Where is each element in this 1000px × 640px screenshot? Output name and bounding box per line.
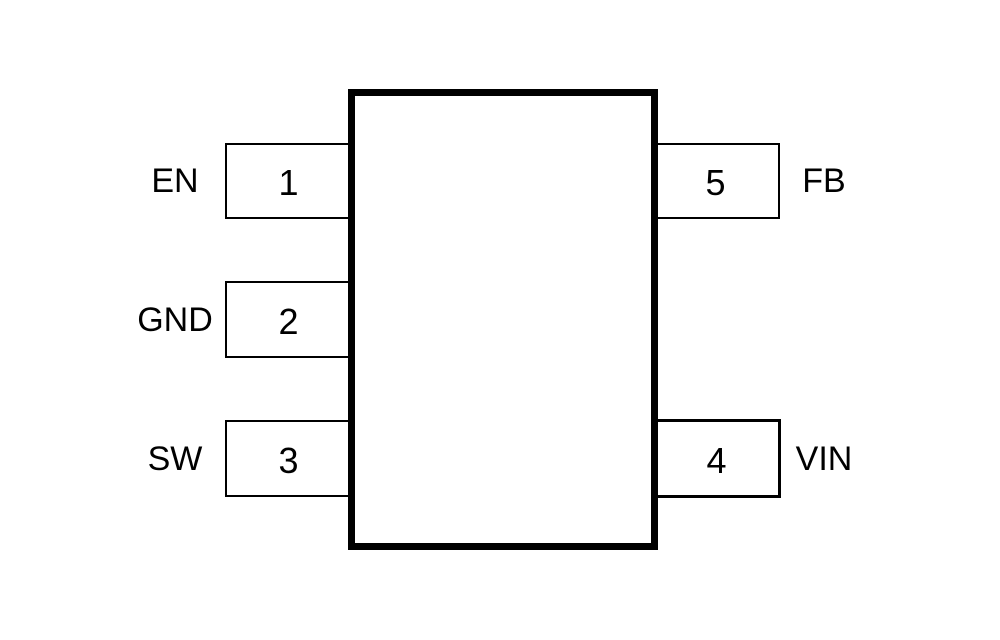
pin-box-5: 5: [651, 143, 780, 219]
pin-box-1: 1: [225, 143, 352, 219]
pin-label-en: EN: [151, 162, 199, 200]
pin-number-1: 1: [278, 162, 299, 203]
pin-number-2: 2: [278, 300, 299, 342]
pin-box-3: 3: [225, 420, 352, 497]
pin-number-3: 3: [278, 439, 299, 481]
pin-box-4: 4: [652, 419, 781, 498]
pin-number-4: 4: [706, 439, 727, 481]
pin-label-sw: SW: [147, 440, 203, 478]
pin-box-2: 2: [225, 281, 352, 358]
pin-label-vin: VIN: [795, 440, 853, 478]
ic-package-body: [348, 89, 658, 550]
pin-label-fb: FB: [802, 162, 846, 200]
pin-number-5: 5: [705, 162, 726, 203]
pin-label-gnd: GND: [137, 300, 213, 339]
